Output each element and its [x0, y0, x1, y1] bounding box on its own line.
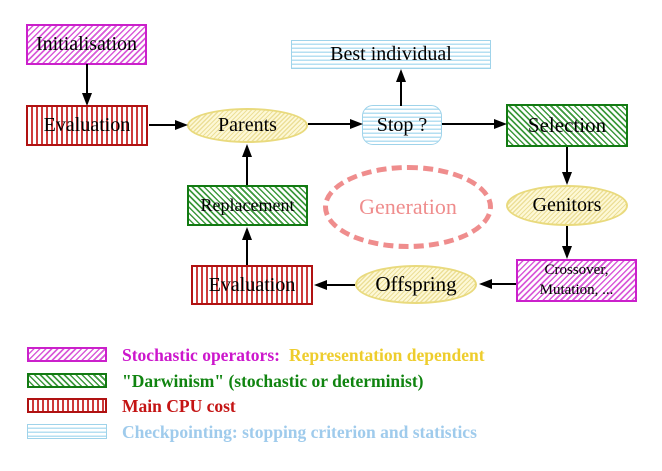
- node-crossover-mutation: Crossover, Mutation, ...: [516, 259, 637, 302]
- node-parents: Parents: [187, 108, 308, 143]
- node-generation: Generation: [323, 165, 493, 249]
- legend-swatch-checkpointing: [27, 424, 107, 439]
- legend-swatch-stochastic-operators: [27, 347, 107, 362]
- legend-swatch-cpu-cost: [27, 398, 107, 413]
- legend-text-stochastic: Stochastic operators:: [122, 344, 280, 365]
- node-replacement: Replacement: [187, 185, 308, 226]
- legend-label-checkpointing: Checkpointing: stopping criterion and st…: [122, 421, 477, 443]
- node-offspring: Offspring: [355, 265, 477, 304]
- legend-text-darwinism: "Darwinism" (stochastic or determinist): [122, 370, 424, 391]
- node-evaluation-top: Evaluation: [26, 105, 148, 146]
- node-best-individual: Best individual: [291, 40, 491, 69]
- node-initialisation: Initialisation: [26, 24, 147, 65]
- node-genitors: Genitors: [506, 185, 628, 226]
- node-evaluation-bottom: Evaluation: [191, 265, 313, 305]
- legend-label-stochastic-operators: Stochastic operators: Representation dep…: [122, 344, 485, 366]
- legend-text-checkpointing: Checkpointing: stopping criterion and st…: [122, 421, 477, 442]
- node-stop: Stop ?: [362, 105, 442, 145]
- legend-text-representation: Representation dependent: [288, 344, 485, 365]
- node-selection: Selection: [506, 104, 628, 147]
- legend-label-darwinism: "Darwinism" (stochastic or determinist): [122, 370, 424, 392]
- legend-text-cpu-cost: Main CPU cost: [122, 395, 236, 416]
- legend-label-cpu-cost: Main CPU cost: [122, 395, 236, 417]
- legend-swatch-darwinism: [27, 373, 107, 388]
